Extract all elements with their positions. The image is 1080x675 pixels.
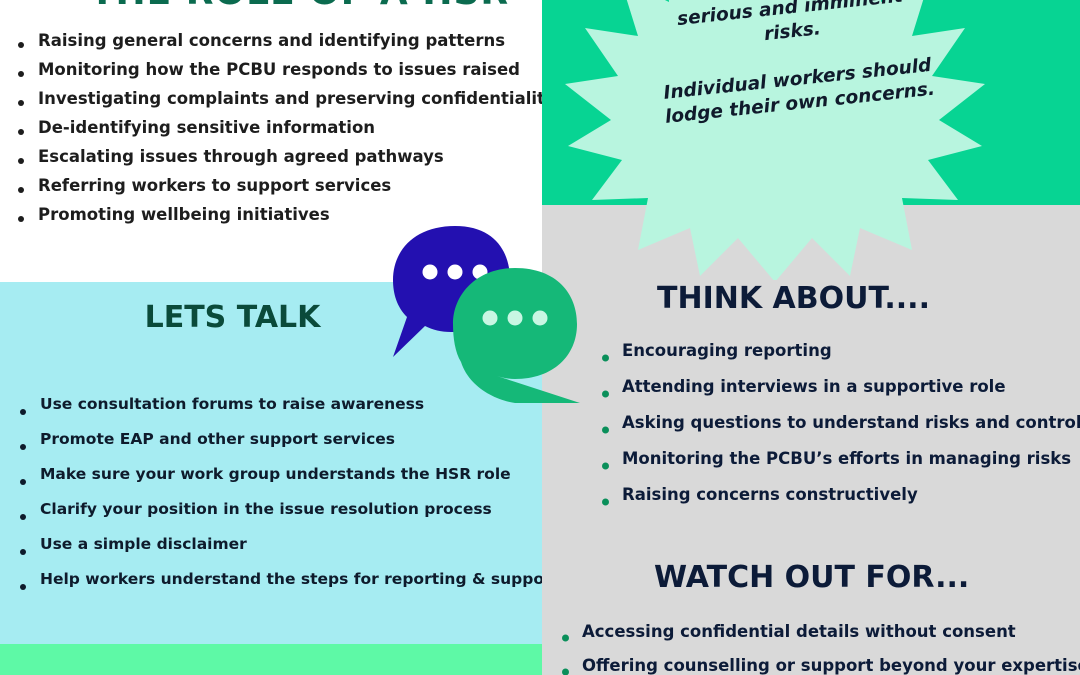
watch-out-list: Accessing confidential details without c… — [562, 621, 1080, 675]
role-section: THE ROLE OF A HSR Raising general concer… — [0, 0, 542, 282]
list-item: Offering counselling or support beyond y… — [562, 655, 1080, 675]
watch-out-heading: WATCH OUT FOR... — [654, 560, 970, 595]
list-item: Referring workers to support services — [18, 175, 542, 204]
list-item: Help workers understand the steps for re… — [20, 569, 542, 604]
list-item: Attending interviews in a supportive rol… — [602, 376, 1080, 412]
list-item: Raising general concerns and identifying… — [18, 30, 542, 59]
list-item: Raising concerns constructively — [602, 484, 1080, 520]
list-item: Escalating issues through agreed pathway… — [18, 146, 542, 175]
lets-talk-heading: LETS TALK — [144, 300, 321, 335]
chat-bubbles-icon — [393, 226, 580, 403]
starburst-callout — [565, 0, 985, 280]
bottom-strip — [0, 644, 542, 675]
list-item: Accessing confidential details without c… — [562, 621, 1080, 655]
list-item: Monitoring how the PCBU responds to issu… — [18, 59, 542, 88]
list-item: Clarify your position in the issue resol… — [20, 499, 542, 534]
list-item: Promoting wellbeing initiatives — [18, 204, 542, 233]
list-item: Monitoring the PCBU’s efforts in managin… — [602, 448, 1080, 484]
role-section-title: THE ROLE OF A HSR — [90, 0, 509, 13]
lets-talk-section: LETS TALK Use consultation forums to rai… — [0, 282, 542, 644]
list-item: Asking questions to understand risks and… — [602, 412, 1080, 448]
list-item: Encouraging reporting — [602, 340, 1080, 376]
list-item: Promote EAP and other support services — [20, 429, 542, 464]
think-about-heading: THINK ABOUT.... — [657, 281, 930, 316]
lets-talk-list: Use consultation forums to raise awarene… — [20, 394, 542, 604]
list-item: Investigating complaints and preserving … — [18, 88, 542, 117]
role-list: Raising general concerns and identifying… — [18, 30, 542, 233]
grey-panel: THINK ABOUT.... Encouraging reporting At… — [542, 205, 1080, 675]
speech-bubble-icon — [453, 268, 580, 403]
callout-line-risks: risks. — [763, 18, 822, 46]
starburst-shape — [565, 0, 985, 280]
list-item: Use a simple disclaimer — [20, 534, 542, 569]
list-item: Make sure your work group understands th… — [20, 464, 542, 499]
think-about-list: Encouraging reporting Attending intervie… — [602, 340, 1080, 520]
list-item: Use consultation forums to raise awarene… — [20, 394, 542, 429]
list-item: De-identifying sensitive information — [18, 117, 542, 146]
